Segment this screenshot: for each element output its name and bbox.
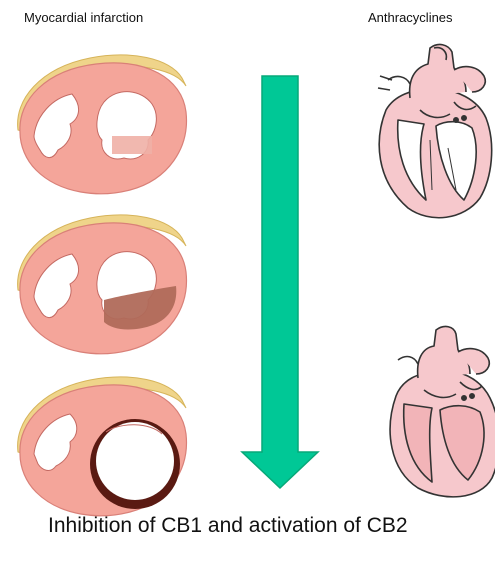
heart-cross-section-icon (18, 377, 187, 516)
caption: Inhibition of CB1 and activation of CB2 (48, 514, 408, 538)
heart-anatomy-icon (378, 45, 492, 218)
heart-cross-section-icon (18, 55, 187, 194)
heart-cross-section-icon (18, 215, 187, 354)
down-arrow-icon (242, 76, 318, 488)
heart-anatomy-icon (390, 327, 495, 497)
